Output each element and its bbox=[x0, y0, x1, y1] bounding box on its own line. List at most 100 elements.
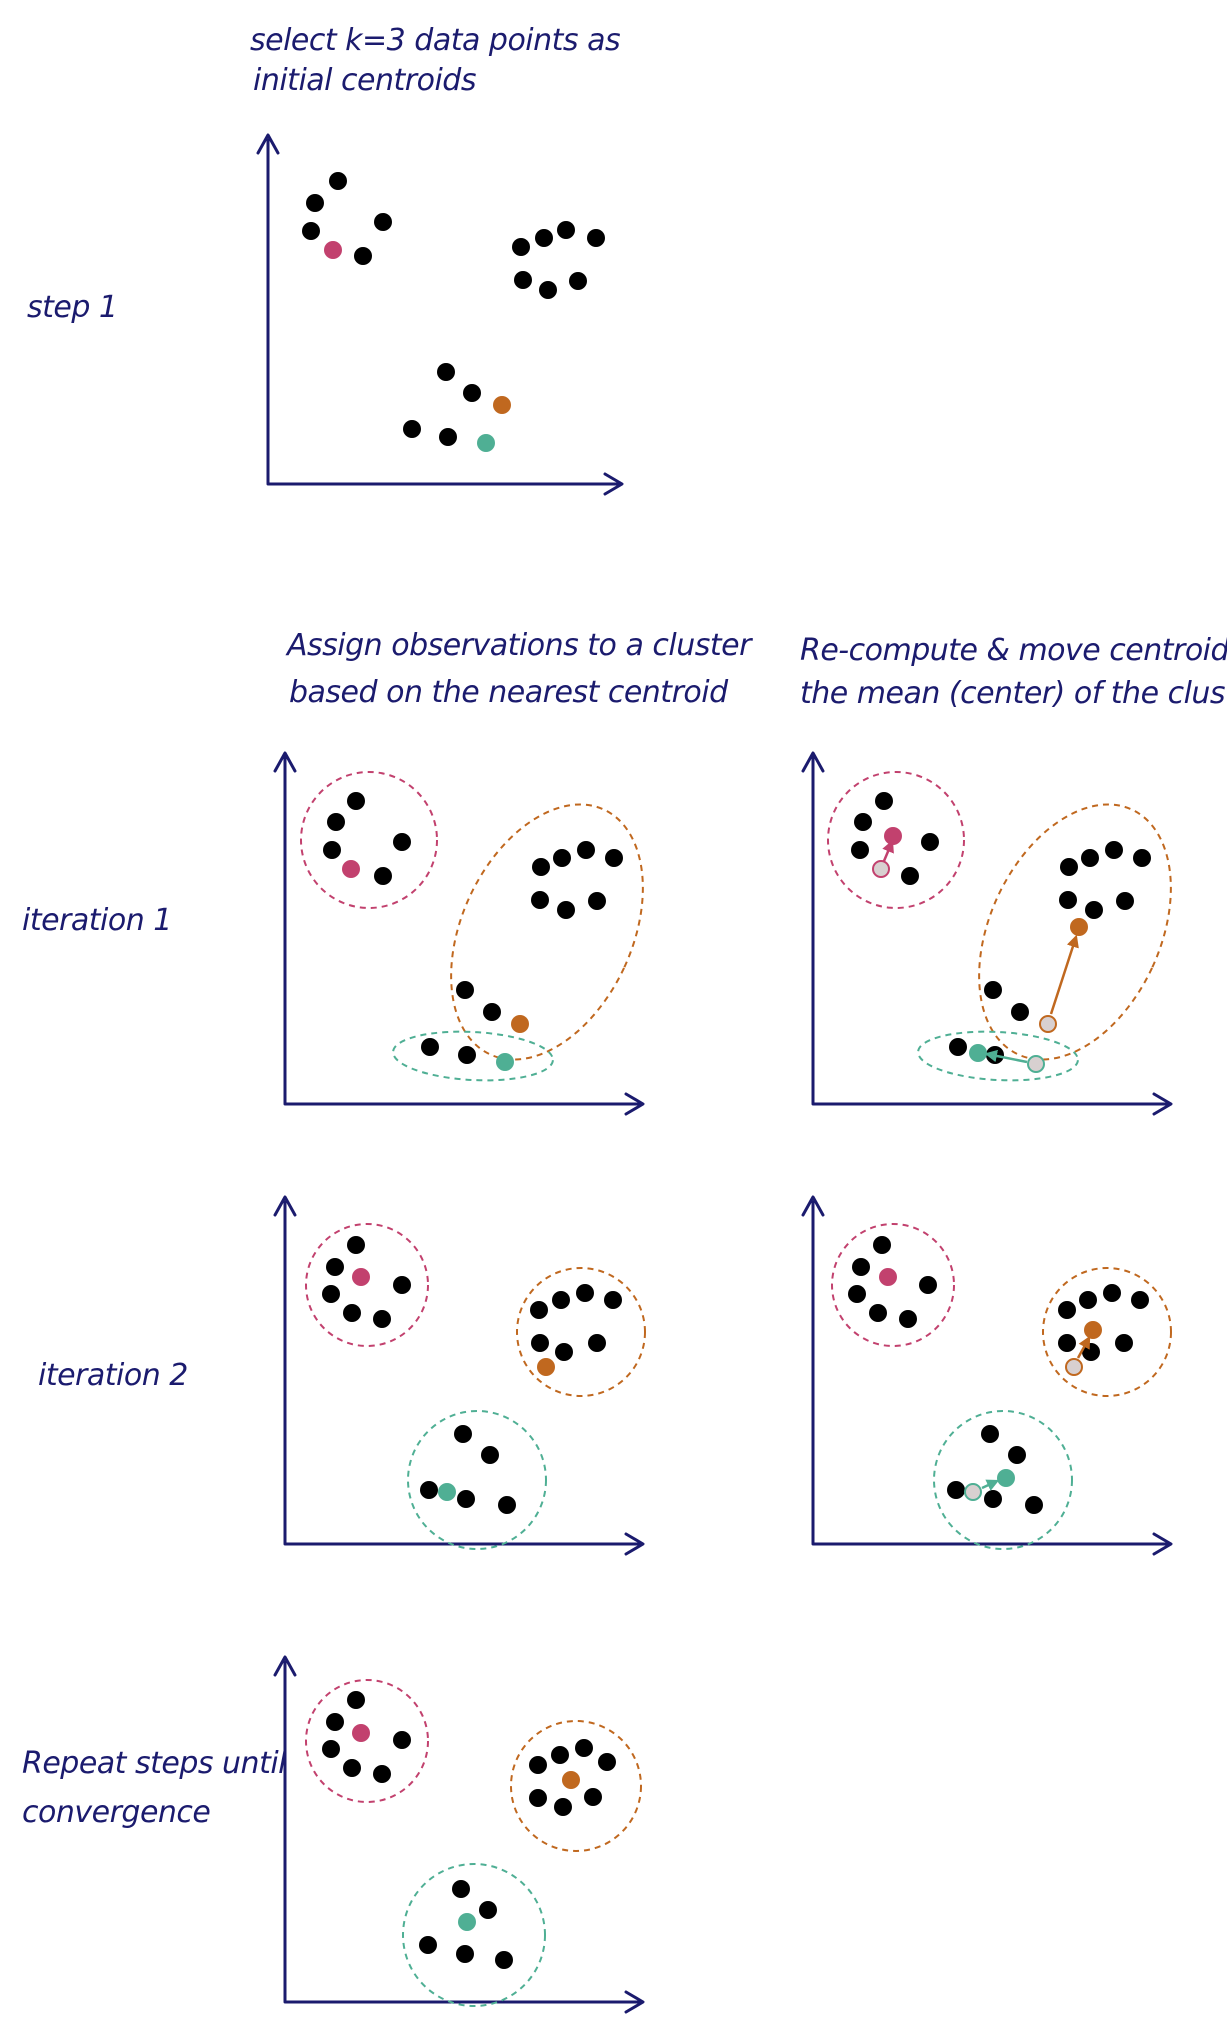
data-point-icon bbox=[393, 1731, 411, 1749]
data-points-group bbox=[848, 1236, 1149, 1514]
row-label-iteration2: iteration 2 bbox=[38, 1358, 188, 1393]
data-point-icon bbox=[354, 247, 372, 265]
data-point-icon bbox=[481, 1446, 499, 1464]
data-point-icon bbox=[984, 981, 1002, 999]
data-point-icon bbox=[598, 1753, 616, 1771]
cluster-boundary-green bbox=[392, 1030, 554, 1082]
data-point-icon bbox=[949, 1038, 967, 1056]
caption-recompute-line1: Re-compute & move centroids to bbox=[800, 633, 1227, 668]
data-point-icon bbox=[869, 1304, 887, 1322]
centroid-icon bbox=[884, 827, 902, 845]
panel-step1 bbox=[256, 133, 624, 496]
centroid-icon bbox=[1070, 918, 1088, 936]
cluster-boundary-pink bbox=[305, 1679, 429, 1803]
centroid-icon bbox=[537, 1358, 555, 1376]
centroid-move-arrow-icon bbox=[981, 1479, 1000, 1491]
data-point-icon bbox=[921, 833, 939, 851]
panel-iteration1-assign bbox=[273, 751, 645, 1116]
data-point-icon bbox=[374, 867, 392, 885]
data-point-icon bbox=[458, 1046, 476, 1064]
data-point-icon bbox=[452, 1880, 470, 1898]
data-point-icon bbox=[420, 1481, 438, 1499]
data-point-icon bbox=[529, 1756, 547, 1774]
data-points-group bbox=[323, 792, 623, 1064]
panel-iteration2-recompute bbox=[801, 1195, 1173, 1556]
data-point-icon bbox=[901, 867, 919, 885]
data-point-icon bbox=[981, 1425, 999, 1443]
data-point-icon bbox=[456, 1945, 474, 1963]
data-point-icon bbox=[514, 271, 532, 289]
panel-iteration2-assign bbox=[273, 1195, 646, 1556]
data-point-icon bbox=[1008, 1446, 1026, 1464]
data-point-icon bbox=[575, 1739, 593, 1757]
data-point-icon bbox=[947, 1481, 965, 1499]
data-point-icon bbox=[852, 1258, 870, 1276]
data-point-icon bbox=[512, 238, 530, 256]
data-point-icon bbox=[421, 1038, 439, 1056]
data-point-icon bbox=[479, 1901, 497, 1919]
data-point-icon bbox=[329, 172, 347, 190]
data-point-icon bbox=[343, 1759, 361, 1777]
axis-arrow-icon bbox=[256, 133, 624, 496]
data-point-icon bbox=[899, 1310, 917, 1328]
data-point-icon bbox=[463, 384, 481, 402]
data-point-icon bbox=[1060, 858, 1078, 876]
centroid-icon bbox=[324, 241, 342, 259]
data-point-icon bbox=[984, 1490, 1002, 1508]
data-point-icon bbox=[373, 1310, 391, 1328]
cluster-boundary-green bbox=[407, 1410, 547, 1550]
data-point-icon bbox=[393, 1276, 411, 1294]
data-point-icon bbox=[1133, 849, 1151, 867]
centroid-icon bbox=[562, 1771, 580, 1789]
data-point-icon bbox=[322, 1285, 340, 1303]
caption-assign-line1: Assign observations to a cluster bbox=[285, 628, 753, 663]
cluster-boundary-pink bbox=[300, 771, 438, 909]
data-point-icon bbox=[584, 1788, 602, 1806]
data-point-icon bbox=[347, 1236, 365, 1254]
data-point-icon bbox=[1131, 1291, 1149, 1309]
cluster-boundary-green bbox=[402, 1863, 546, 2007]
data-point-icon bbox=[875, 792, 893, 810]
data-point-icon bbox=[555, 1343, 573, 1361]
data-point-icon bbox=[873, 1236, 891, 1254]
cluster-boundary-orange bbox=[510, 1720, 642, 1852]
data-point-icon bbox=[588, 892, 606, 910]
axis-arrow-icon bbox=[273, 1195, 645, 1556]
row-label-repeat-line1: Repeat steps until bbox=[22, 1746, 287, 1781]
centroid-icon bbox=[342, 860, 360, 878]
old-centroid-icon bbox=[1065, 1358, 1083, 1376]
data-points-group bbox=[322, 1691, 616, 1969]
data-point-icon bbox=[302, 222, 320, 240]
row-label-repeat-line2: convergence bbox=[22, 1795, 210, 1830]
data-point-icon bbox=[531, 891, 549, 909]
data-point-icon bbox=[535, 229, 553, 247]
data-point-icon bbox=[322, 1740, 340, 1758]
axis-arrow-icon bbox=[801, 1195, 1173, 1556]
data-point-icon bbox=[393, 833, 411, 851]
data-point-icon bbox=[1115, 1334, 1133, 1352]
data-point-icon bbox=[529, 1789, 547, 1807]
centroid-icon bbox=[496, 1053, 514, 1071]
data-point-icon bbox=[347, 792, 365, 810]
centroid-icon bbox=[352, 1724, 370, 1742]
data-point-icon bbox=[454, 1425, 472, 1443]
data-point-icon bbox=[919, 1276, 937, 1294]
data-point-icon bbox=[1081, 849, 1099, 867]
old-centroid-icon bbox=[1027, 1055, 1045, 1073]
centroid-move-arrow-icon bbox=[882, 839, 894, 862]
data-point-icon bbox=[323, 841, 341, 859]
data-point-icon bbox=[439, 428, 457, 446]
data-point-icon bbox=[456, 981, 474, 999]
data-point-icon bbox=[530, 1301, 548, 1319]
centroid-move-arrow-icon bbox=[984, 1049, 1028, 1064]
data-point-icon bbox=[419, 1936, 437, 1954]
centroid-icon bbox=[352, 1268, 370, 1286]
data-point-icon bbox=[577, 841, 595, 859]
data-point-icon bbox=[403, 420, 421, 438]
data-point-icon bbox=[1116, 892, 1134, 910]
data-point-icon bbox=[851, 841, 869, 859]
centroid-icon bbox=[1084, 1321, 1102, 1339]
data-point-icon bbox=[557, 901, 575, 919]
cluster-boundary-orange bbox=[516, 1267, 646, 1397]
